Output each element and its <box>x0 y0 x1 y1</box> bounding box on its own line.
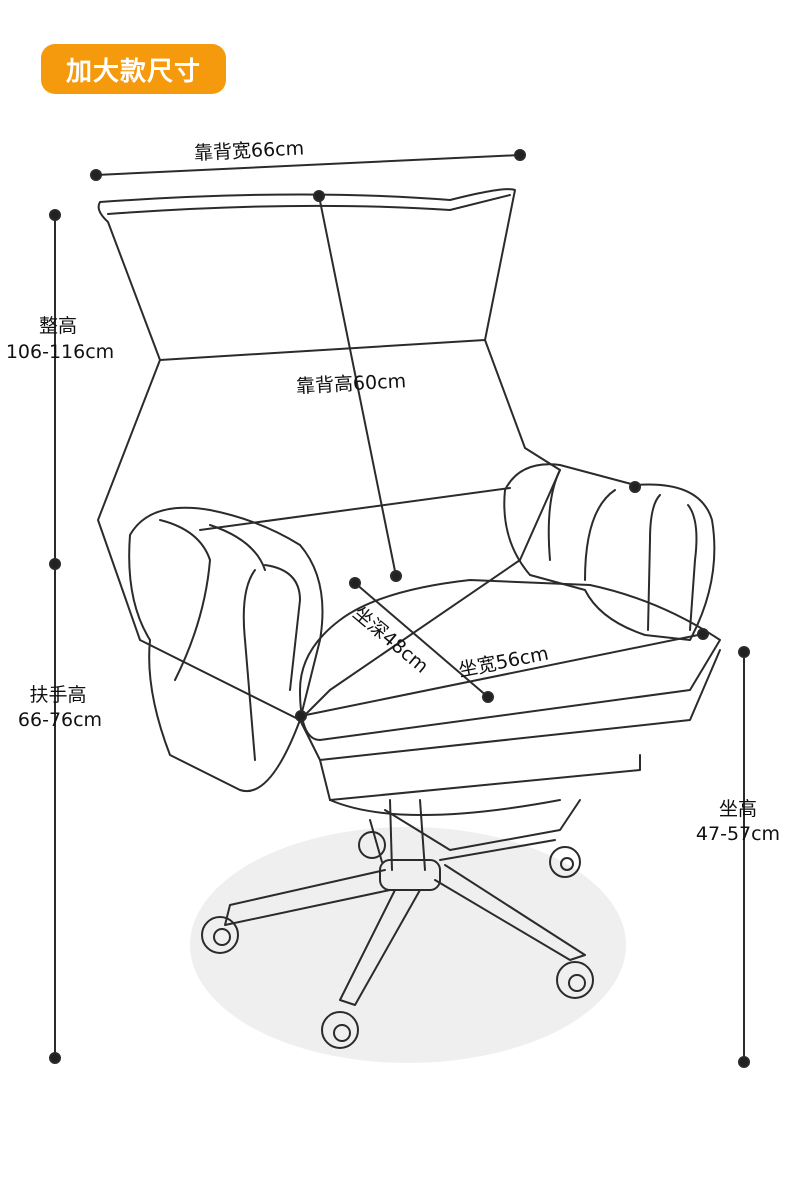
caster-back-right <box>549 846 581 878</box>
size-title-badge: 加大款尺寸 <box>41 44 226 94</box>
overall-height-value: 106-116cm <box>5 341 115 363</box>
overall-height-label: 整高 <box>38 315 77 337</box>
seat-height-value: 47-57cm <box>695 823 781 845</box>
base-leg-front <box>339 889 421 1006</box>
backrest-inner-edge <box>107 194 511 215</box>
seat-base <box>319 754 641 801</box>
right-armrest <box>503 463 716 641</box>
caster-right <box>556 961 594 999</box>
footrest <box>384 799 581 851</box>
caster-left <box>201 916 239 954</box>
backrest-seam <box>159 339 486 361</box>
backrest-width-line <box>95 154 521 176</box>
backrest-outline <box>97 188 561 721</box>
base-hub <box>379 859 441 891</box>
base-leg-left <box>224 869 391 926</box>
seat-height-label: 坐高 <box>718 798 757 820</box>
seat-width-line <box>300 633 704 717</box>
armrest-height-value: 66-76cm <box>17 709 103 731</box>
armrest-top-marker <box>629 481 641 493</box>
gas-lift <box>389 799 426 871</box>
backrest-height-line <box>318 195 397 577</box>
backrest-lower-seam <box>199 487 511 531</box>
seat-cushion <box>299 579 721 741</box>
armrest-height-label: 扶手高 <box>29 684 87 706</box>
seat-depth-line <box>354 582 489 698</box>
seat-front <box>299 649 721 761</box>
floor-shadow <box>190 827 626 1063</box>
caster-front <box>321 1011 359 1049</box>
caster-back-left <box>358 831 386 859</box>
base-leg-back-right <box>439 839 556 861</box>
base-leg-right <box>434 864 586 961</box>
